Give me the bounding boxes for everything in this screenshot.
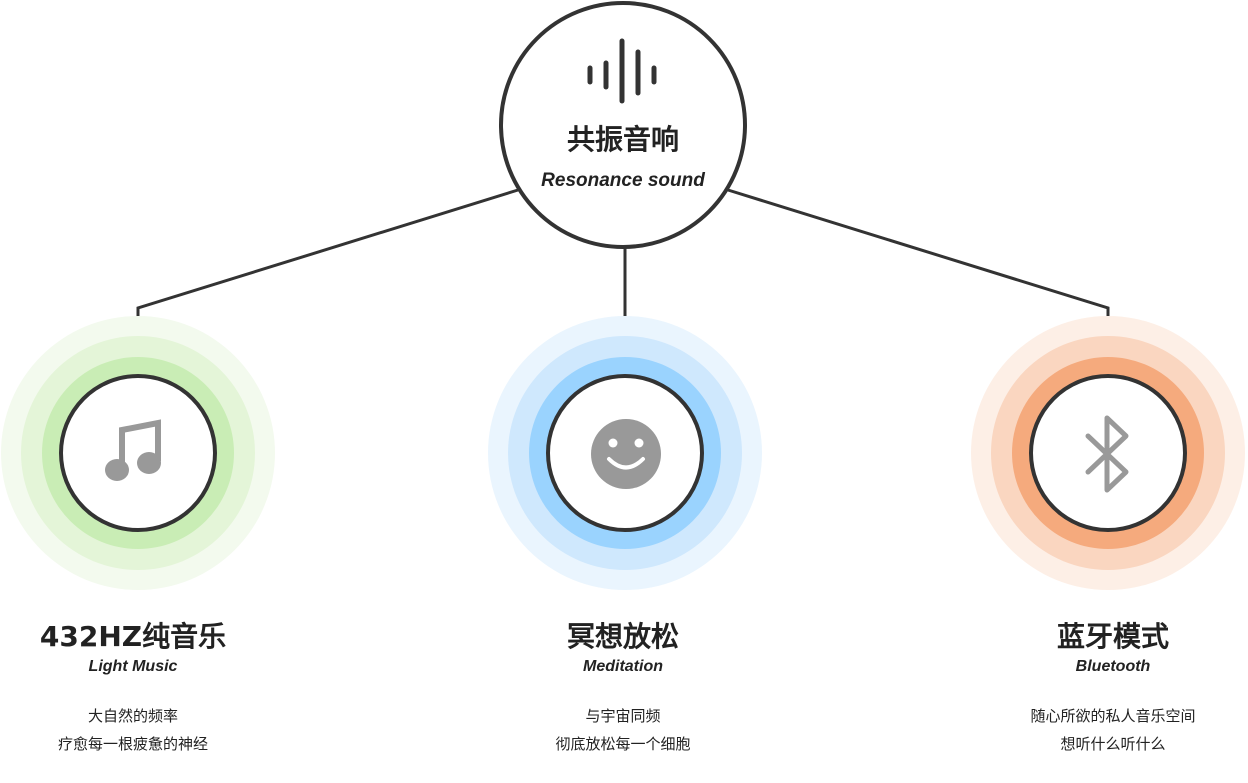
feature-subtitle-meditation: Meditation bbox=[583, 658, 663, 675]
desc-line: 大自然的频率 bbox=[87, 707, 178, 725]
desc-line: 疗愈每一根疲惫的神经 bbox=[57, 735, 208, 753]
feature-subtitle-bluetooth: Bluetooth bbox=[1075, 658, 1151, 675]
bluetooth-icon bbox=[1085, 415, 1129, 493]
feature-subtitle-light-music: Light Music bbox=[88, 658, 178, 675]
desc-line: 随心所欲的私人音乐空间 bbox=[1030, 707, 1196, 725]
feature-desc-meditation: 与宇宙同频 彻底放松每一个细胞 bbox=[473, 702, 773, 758]
sound-wave-icon bbox=[587, 38, 657, 104]
feature-desc-bluetooth: 随心所欲的私人音乐空间 想听什么听什么 bbox=[963, 702, 1248, 758]
feature-circle bbox=[59, 374, 217, 532]
desc-line: 想听什么听什么 bbox=[1060, 735, 1166, 753]
feature-desc-light-music: 大自然的频率 疗愈每一根疲惫的神经 bbox=[0, 702, 283, 758]
feature-title-bluetooth: 蓝牙模式 bbox=[1056, 620, 1169, 653]
feature-title-meditation: 冥想放松 bbox=[566, 620, 679, 653]
music-note-icon bbox=[105, 419, 161, 481]
desc-line: 彻底放松每一个细胞 bbox=[555, 735, 691, 753]
center-subtitle: Resonance sound bbox=[541, 170, 705, 191]
center-circle bbox=[499, 1, 747, 249]
center-title: 共振音响 bbox=[566, 123, 679, 156]
smiley-icon bbox=[591, 419, 661, 489]
feature-title-light-music: 432HZ纯音乐 bbox=[39, 620, 227, 653]
desc-line: 与宇宙同频 bbox=[585, 707, 661, 725]
